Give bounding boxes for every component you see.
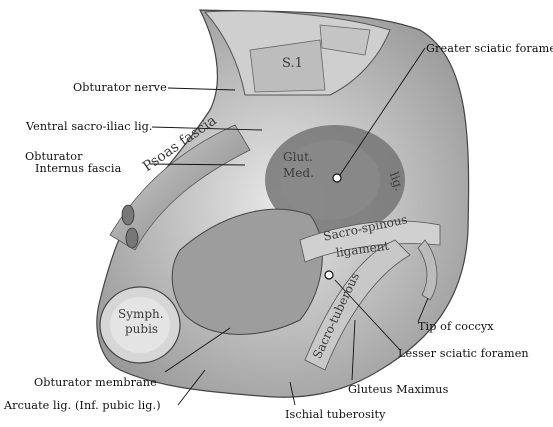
label-tip-coccyx: Tip of coccyx xyxy=(418,320,494,333)
sacro-tuberous-ligament xyxy=(304,239,411,371)
label-pubis: pubis xyxy=(125,322,159,336)
leader-obturator-nerve xyxy=(167,87,236,91)
label-greater-sciatic: Greater sciatic foramen xyxy=(426,42,553,55)
label-med: Med. xyxy=(283,166,314,180)
label-gluteus-maximus: Gluteus Maximus xyxy=(348,383,449,396)
label-arcuate-lig: Arcuate lig. (Inf. pubic lig.) xyxy=(4,399,161,412)
lesser-sciatic-marker xyxy=(324,270,334,280)
sacro-spinous-ligament xyxy=(299,220,441,263)
leader-greater-sciatic xyxy=(339,47,426,176)
leader-ventral-sacroiliac xyxy=(151,126,263,131)
label-obturator-internus-2: Internus fascia xyxy=(35,162,122,175)
leader-ischial-tuberosity xyxy=(289,381,296,406)
label-symph: Symph. xyxy=(118,307,164,321)
label-ventral-sacroiliac: Ventral sacro-iliac lig. xyxy=(26,120,153,133)
leader-gluteus-maximus xyxy=(351,319,356,381)
psoas-fascia-band xyxy=(109,124,251,251)
leader-arcuate-lig xyxy=(177,369,206,406)
label-s1: S.1 xyxy=(282,56,303,71)
leader-obturator-membrane xyxy=(164,327,231,373)
label-ischial-tuberosity: Ischial tuberosity xyxy=(285,408,386,421)
label-lesser-sciatic: Lesser sciatic foramen xyxy=(398,347,529,360)
label-obturator-nerve: Obturator nerve xyxy=(73,81,167,94)
label-obturator-membrane: Obturator membrane xyxy=(34,376,157,389)
leader-lesser-sciatic xyxy=(334,279,401,351)
greater-sciatic-marker xyxy=(332,173,342,183)
obturator-membrane xyxy=(171,208,323,335)
leader-tip-coccyx xyxy=(417,297,429,323)
label-obturator-internus-1: Obturator xyxy=(25,150,83,163)
label-glut: Glut. xyxy=(283,150,313,164)
leader-obturator-internus xyxy=(149,163,246,166)
